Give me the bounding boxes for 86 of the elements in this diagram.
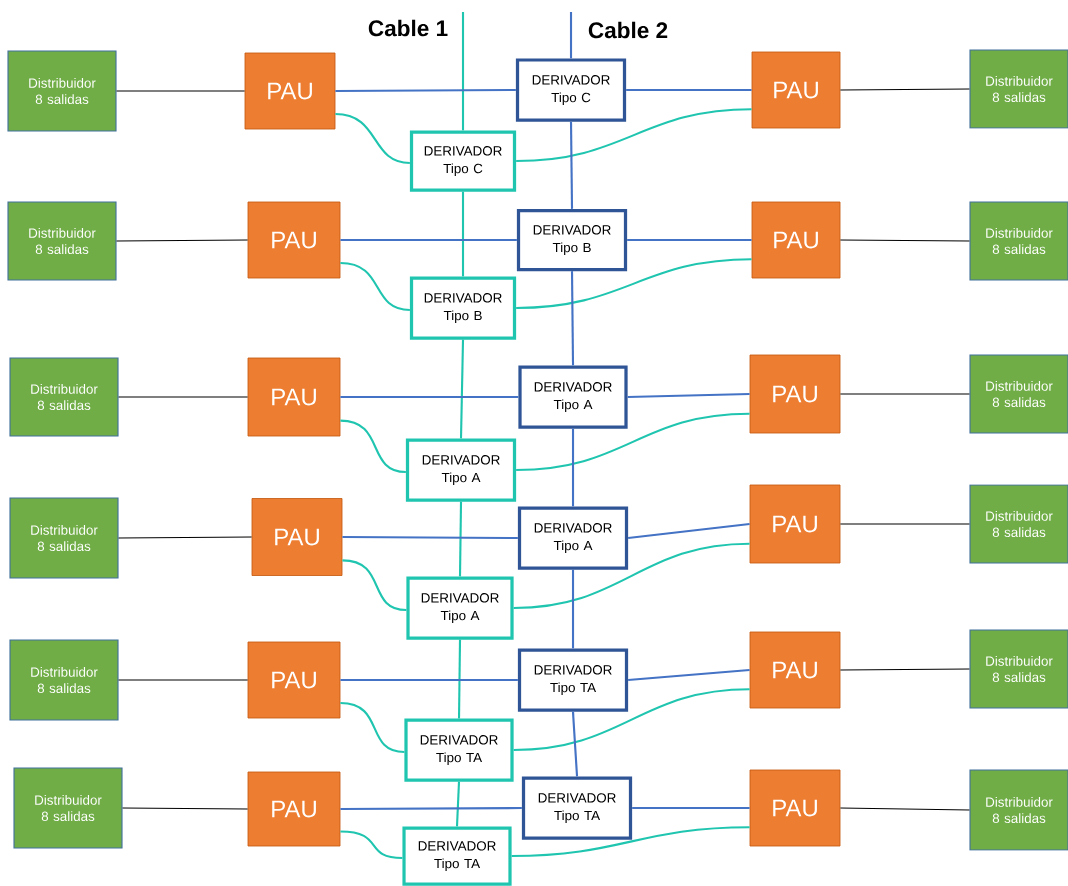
distributor-box: Distribuidor 8 salidas: [7, 50, 117, 132]
pau-box: PAU: [247, 357, 341, 437]
cable-line: [335, 88, 516, 93]
distributor-box: Distribuidor 8 salidas: [13, 767, 123, 849]
cable-line: [628, 522, 750, 540]
distributor-box: Distribuidor 8 salidas: [969, 201, 1068, 281]
cable-line: [571, 711, 579, 777]
cable-line: [461, 12, 465, 131]
pau-box: PAU: [749, 354, 841, 434]
splitter-box: DERIVADOR Tipo TA: [402, 826, 512, 886]
splitter-box: DERIVADOR Tipo TA: [517, 648, 629, 712]
cable-line: [513, 688, 750, 752]
cable-line: [511, 826, 750, 858]
pau-box: PAU: [244, 52, 336, 130]
pau-box: PAU: [749, 484, 841, 564]
pau-box: PAU: [749, 631, 841, 709]
cable-line: [118, 396, 249, 398]
distributor-box: Distribuidor 8 salidas: [9, 497, 119, 579]
cable-line: [516, 258, 752, 310]
cable-line: [839, 239, 970, 242]
cable-line: [340, 395, 519, 399]
cable-line: [457, 639, 462, 719]
cable-line: [839, 393, 970, 395]
pau-box: PAU: [247, 201, 341, 279]
cable-line: [569, 12, 573, 59]
distributor-box: Distribuidor 8 salidas: [969, 484, 1068, 564]
pau-box: PAU: [247, 771, 341, 847]
cable-line: [116, 239, 249, 242]
cable-line: [340, 419, 406, 474]
distributor-box: Distribuidor 8 salidas: [7, 201, 117, 281]
splitter-box: DERIVADOR Tipo A: [518, 365, 628, 429]
splitter-box: DERIVADOR Tipo A: [517, 506, 629, 570]
splitter-box: DERIVADOR Tipo TA: [521, 776, 633, 840]
cable-line: [571, 428, 575, 507]
splitter-box: DERIVADOR Tipo B: [409, 276, 517, 340]
cable-line: [839, 88, 970, 91]
cable-line: [628, 668, 750, 682]
distributor-box: Distribuidor 8 salidas: [969, 769, 1068, 851]
cable-line: [626, 88, 752, 92]
cable-line: [571, 569, 575, 649]
cable-line: [340, 678, 518, 682]
cable-line: [569, 121, 574, 209]
cable-line: [342, 535, 518, 540]
cable-line: [570, 271, 575, 366]
pau-box: PAU: [749, 769, 841, 847]
cable-line: [455, 781, 461, 827]
splitter-box: DERIVADOR Tipo A: [406, 576, 514, 640]
splitter-box: DERIVADOR Tipo B: [516, 208, 628, 272]
cable-line: [516, 108, 752, 163]
cable-line: [632, 806, 750, 810]
pau-box: PAU: [251, 498, 343, 576]
distributor-box: Distribuidor 8 salidas: [969, 354, 1068, 434]
pau-box: PAU: [751, 51, 841, 129]
cable-line: [461, 191, 465, 277]
cable-line: [340, 830, 403, 860]
cable-line: [118, 536, 253, 539]
cable-line: [340, 702, 405, 754]
cable-line: [335, 113, 410, 165]
cable-line: [122, 807, 249, 810]
distributor-box: Distribuidor 8 salidas: [969, 49, 1068, 129]
cable-line: [459, 339, 465, 439]
cable-line: [340, 238, 517, 242]
cable-line: [627, 238, 752, 242]
cable-line: [839, 668, 970, 671]
cable-line: [340, 262, 410, 312]
distributor-box: Distribuidor 8 salidas: [969, 629, 1068, 709]
pau-box: PAU: [247, 641, 341, 719]
cable-line: [516, 412, 750, 472]
cable-line: [839, 523, 970, 525]
distributor-box: Distribuidor 8 salidas: [9, 357, 119, 437]
splitter-box: DERIVADOR Tipo C: [409, 130, 517, 192]
cable-label: Cable 1: [368, 19, 448, 37]
pau-box: PAU: [751, 201, 841, 279]
cable-line: [839, 807, 970, 811]
cable-line: [627, 392, 750, 399]
cable-line: [458, 501, 463, 577]
distributor-box: Distribuidor 8 salidas: [9, 639, 119, 721]
cable-line: [513, 542, 750, 610]
cable-line: [342, 559, 407, 612]
cable-line: [340, 806, 522, 811]
cable-line: [118, 679, 249, 681]
cable-line: [116, 90, 246, 92]
splitter-box: DERIVADOR Tipo C: [515, 58, 627, 122]
splitter-box: DERIVADOR Tipo TA: [404, 718, 514, 782]
cable-label: Cable 2: [588, 21, 668, 39]
splitter-box: DERIVADOR Tipo A: [405, 438, 517, 502]
